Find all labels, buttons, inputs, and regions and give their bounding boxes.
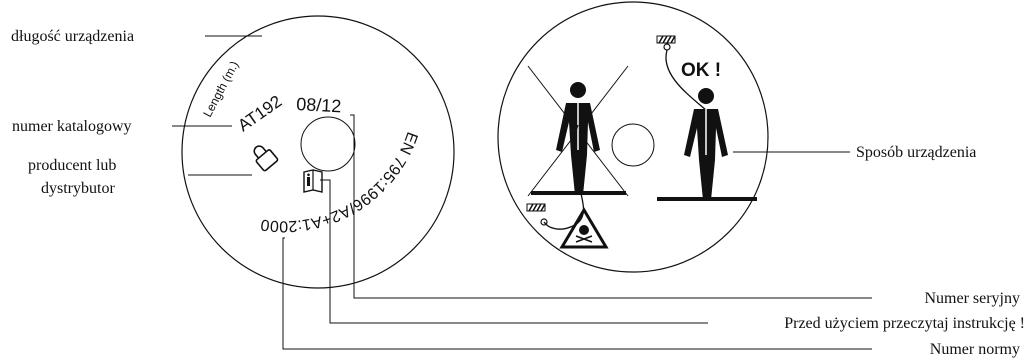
anchor-hatch-icon	[527, 204, 547, 225]
standard-text: EN 795:1996/A2+A1:2000	[259, 130, 420, 235]
label-device-length: długość urządzenia	[11, 28, 134, 45]
ok-person-icon: OK !	[657, 36, 757, 200]
leader-lines	[172, 36, 872, 349]
label-manufacturer-line1: producent lub	[28, 157, 116, 174]
catalog-code: AT192	[234, 92, 285, 136]
padlock-icon	[249, 141, 278, 171]
label-manufacturer-line2: dystrybutor	[41, 180, 115, 197]
left-disc-hole	[301, 117, 355, 171]
book-info-icon	[304, 170, 322, 192]
right-disc-hole	[612, 124, 654, 166]
skull-warning-icon	[562, 210, 606, 247]
label-usage: Sposób urządzenia	[856, 144, 976, 161]
right-disc: OK !	[498, 2, 768, 272]
length-text: Length (m.)	[200, 59, 241, 120]
label-catalog-number: numer katalogowy	[12, 118, 132, 135]
crossed-out-person-icon	[528, 66, 628, 229]
label-standard-number: Numer normy	[930, 341, 1020, 358]
label-read-instructions: Przed użyciem przeczytaj instrukcję !	[784, 315, 1025, 332]
label-serial-number: Numer seryjny	[924, 290, 1020, 307]
serial-number-text: 08/12	[296, 94, 342, 116]
left-disc: Length (m.) AT192 08/12 EN 795:1996/A2+A…	[182, 16, 454, 288]
ok-text: OK !	[681, 60, 721, 81]
